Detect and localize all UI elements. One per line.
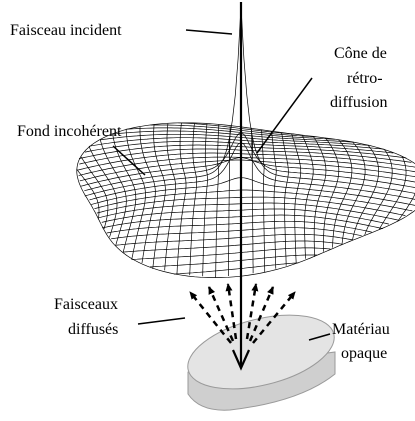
label-backscatter-cone-line2: rétro- xyxy=(347,70,383,87)
mesh-line xyxy=(281,133,288,266)
mesh-line xyxy=(77,123,415,278)
mesh-line xyxy=(97,197,406,216)
mesh-line xyxy=(342,142,365,244)
mesh-line xyxy=(102,215,383,229)
label-opaque-material-line2: opaque xyxy=(341,345,387,362)
label-incoherent-background: Fond incohérent xyxy=(17,123,122,140)
incident-beam-arrow xyxy=(233,2,249,368)
mesh-line xyxy=(116,234,353,245)
mesh-line xyxy=(77,169,100,219)
mesh-line xyxy=(85,141,393,153)
label-opaque-material-line1: Matériau xyxy=(332,321,390,338)
leader-lines xyxy=(113,30,330,340)
mesh-line xyxy=(91,178,415,207)
mesh-line xyxy=(302,135,313,258)
mesh-line xyxy=(79,149,411,164)
mesh-line xyxy=(78,153,415,170)
mesh-line xyxy=(203,124,208,277)
label-incident-beam: Faisceau incident xyxy=(10,22,122,39)
mesh-line xyxy=(333,140,352,248)
mesh-line xyxy=(107,221,372,233)
mesh-line xyxy=(81,157,108,229)
label-backscatter-cone-line3: diffusion xyxy=(330,94,387,111)
label-backscatter-cone-line1: Cône de xyxy=(334,45,387,62)
label-scattered-beams-line1: Faisceaux xyxy=(54,296,118,313)
mesh-line xyxy=(272,131,277,268)
label-scattered-beams-line2: diffusés xyxy=(68,321,118,338)
mesh-line xyxy=(324,138,339,252)
